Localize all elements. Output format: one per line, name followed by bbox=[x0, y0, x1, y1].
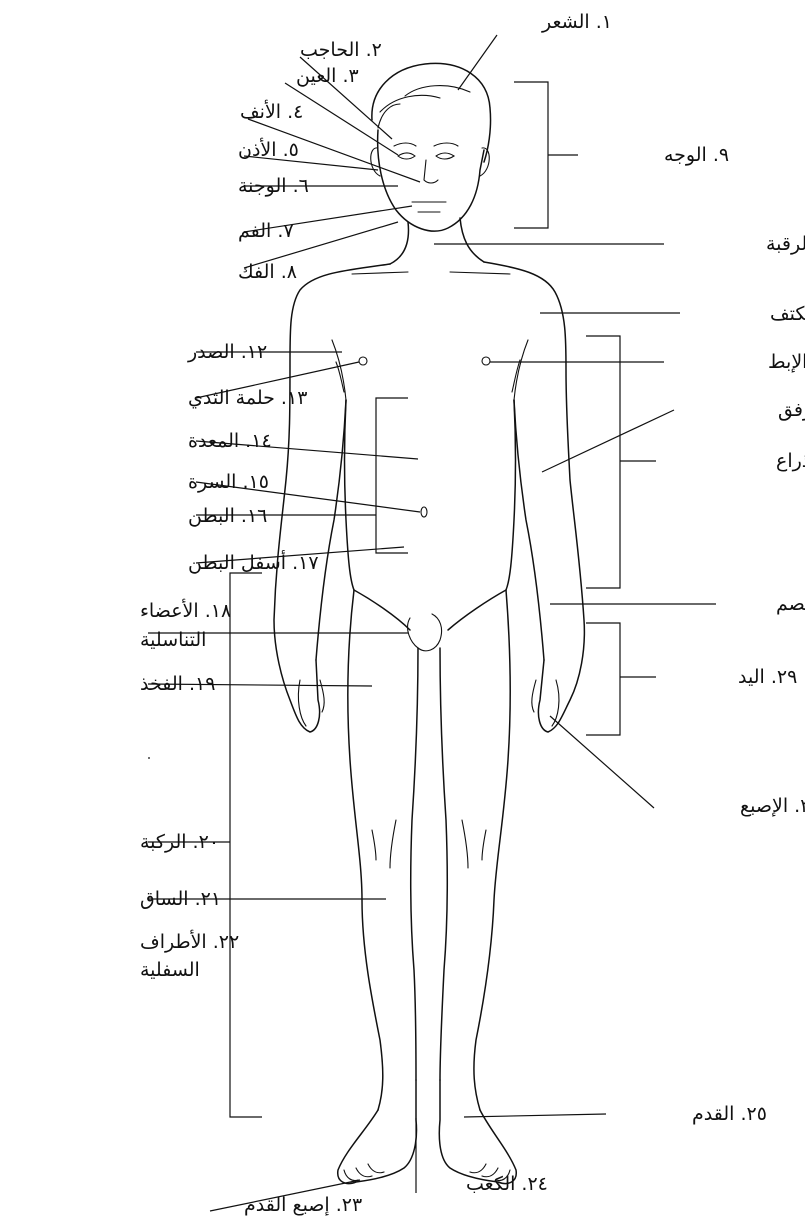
label-eyebrow: ٢. الحاجب bbox=[300, 39, 382, 61]
label-forearm: ٢٧. الذراع bbox=[776, 450, 805, 472]
lower-limbs-bracket bbox=[230, 573, 262, 1117]
hand-bracket bbox=[586, 623, 620, 735]
label-foot: ٢٥. القدم bbox=[692, 1103, 767, 1125]
face-bracket bbox=[514, 82, 548, 228]
label-thigh: ١٩. الفخذ bbox=[140, 673, 215, 695]
label-genitals-line2: التناسلية bbox=[140, 629, 206, 651]
label-nose: ٤. الأنف bbox=[240, 100, 303, 123]
label-shoulder: ١١. الكتف bbox=[770, 303, 805, 325]
label-heel: ٢٤. الكعب bbox=[466, 1173, 548, 1195]
label-stomach: ١٤. المعدة bbox=[188, 430, 272, 452]
label-genitals-line1: ١٨. الأعضاء bbox=[140, 599, 231, 622]
label-hair: ١. الشعر bbox=[541, 11, 612, 33]
label-eye: ٣. العين bbox=[296, 65, 359, 87]
label-jaw: ٨. الفك bbox=[238, 261, 297, 283]
label-lower-abdomen: ١٧. أسفل البطن bbox=[188, 550, 319, 574]
label-navel: ١٥. السرة bbox=[188, 471, 269, 493]
label-finger: ٣٠. الإصبع bbox=[740, 795, 805, 817]
label-armpit: ٢٥. الإبط bbox=[768, 351, 805, 373]
human-figure bbox=[274, 63, 584, 1183]
label-shin: ٢١. الساق bbox=[140, 888, 221, 910]
label-face: ٩. الوجه bbox=[664, 144, 729, 166]
label-cheek: ٦. الوجنة bbox=[238, 175, 309, 197]
label-knee: ٢٠. الركبة bbox=[140, 831, 219, 853]
label-lower-limbs-line2: السفلية bbox=[140, 959, 200, 981]
label-hand: ٢٩. اليد bbox=[738, 666, 797, 688]
label-mouth: ٧. الفم bbox=[238, 220, 294, 242]
label-abdomen: ١٦. البطن bbox=[188, 505, 267, 527]
label-lower-limbs-line1: ٢٢. الأطراف bbox=[140, 930, 239, 953]
labels: ١. الشعر ٢. الحاجب ٣. العين ٤. الأنف ٥. … bbox=[140, 11, 805, 1217]
label-wrist: ٢٨. المعصم bbox=[776, 593, 805, 615]
label-chest: ١٢. الصدر bbox=[187, 341, 267, 363]
label-toe: ٢٣. إصبع القدم bbox=[244, 1194, 362, 1217]
label-ear: ٥. الأذن bbox=[238, 138, 299, 161]
label-elbow: ٢٦. المرفق bbox=[778, 399, 805, 421]
abdomen-bracket bbox=[376, 398, 408, 553]
arm-bracket bbox=[586, 336, 620, 588]
label-neck: ١٠. الرقبة bbox=[766, 233, 805, 255]
label-nipple: ١٣. حلمة الثدي bbox=[188, 387, 307, 409]
leader-lines bbox=[148, 35, 716, 1211]
